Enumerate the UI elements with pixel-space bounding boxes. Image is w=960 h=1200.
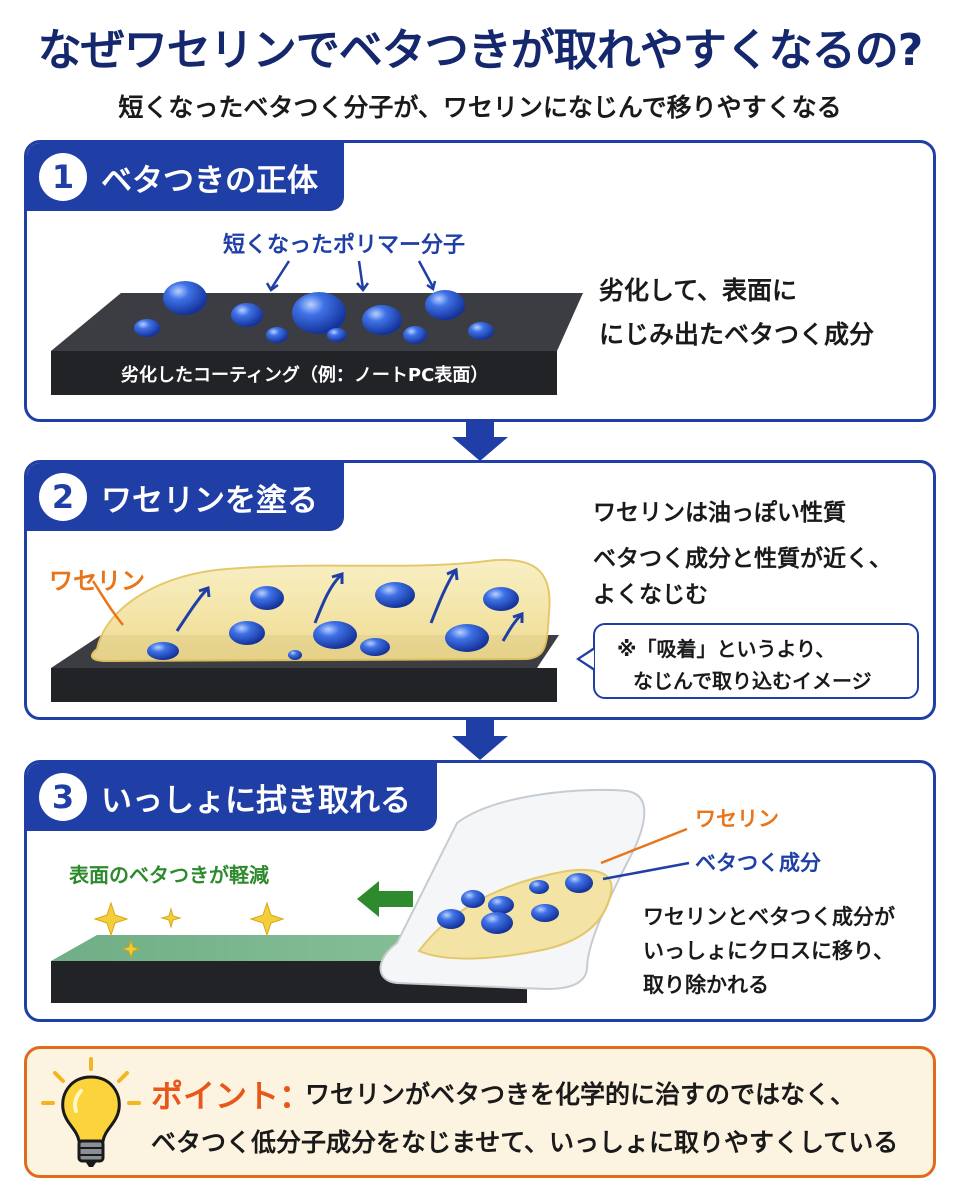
droplet: [461, 890, 485, 908]
droplet: [437, 909, 465, 929]
sparkle-icon: [93, 901, 285, 959]
droplet: [481, 912, 513, 934]
arrow-down-icon: [452, 720, 508, 760]
up-arrow-icon: [313, 573, 343, 624]
up-arrow-icon: [429, 570, 457, 624]
droplet: [425, 290, 465, 320]
droplet: [362, 305, 402, 335]
step-3-illustration: [51, 788, 690, 1003]
sticky-pointer: [602, 861, 690, 881]
absorbed-droplets: [147, 582, 519, 660]
up-arrow-icon: [501, 613, 523, 642]
droplet: [134, 319, 160, 337]
note-bubble: ※「吸着」というより、 なじんで取り込むイメージ: [593, 623, 919, 699]
step-3-desc-line3: 取り除かれる: [643, 973, 769, 997]
step-2-desc-line2: ベタつく成分と性質が近く、: [593, 546, 892, 572]
point-line1: ワセリンがベタつきを化学的に治すのではなく、: [305, 1080, 856, 1109]
droplet: [163, 281, 207, 315]
step-3-desc-line2: いっしょにクロスに移り、: [643, 939, 895, 963]
result-label: 表面のベタつきが軽減: [69, 863, 269, 887]
droplet: [483, 587, 519, 611]
page-subtitle: 短くなったベタつく分子が、ワセリンになじんで移りやすくなる: [118, 93, 842, 122]
arrow-left-icon: [357, 881, 413, 917]
droplet: [529, 880, 549, 894]
step-2-header: 2 ワセリンを塗る: [27, 463, 344, 531]
pointer-arrow-icon: [269, 260, 291, 290]
step-number: 2: [39, 473, 87, 521]
point-box: ポイント： ワセリンがベタつきを化学的に治すのではなく、 ベタつく低分子成分をな…: [24, 1046, 936, 1178]
droplet: [488, 896, 514, 914]
pointer-arrow-icon: [357, 260, 365, 290]
arrow-down-icon: [452, 421, 508, 461]
droplet: [403, 326, 427, 344]
vaseline-on-cloth: [417, 868, 613, 960]
step-1-illustration: [51, 260, 583, 395]
vaseline-pointer: [600, 827, 688, 865]
vaseline-label: ワセリン: [49, 567, 145, 595]
step-2-illustration: [51, 558, 559, 702]
droplet: [250, 586, 284, 610]
polymer-droplets: [134, 281, 494, 344]
rising-arrows: [175, 567, 524, 642]
droplet: [231, 303, 263, 327]
lightbulb-icon: [41, 1057, 141, 1167]
polymer-label: 短くなったポリマー分子: [223, 233, 466, 258]
droplet: [147, 642, 179, 660]
page-title: なぜワセリンでベタつきが取れやすくなるの?: [37, 25, 924, 76]
step-1-header: 1 ベタつきの正体: [27, 143, 344, 211]
step-2-desc-line3: よくなじむ: [593, 582, 708, 608]
coating-side: [51, 351, 557, 395]
step-2-desc-line1: ワセリンは油っぽい性質: [593, 500, 846, 526]
coating-slab: [51, 668, 557, 702]
point-label: ポイント：: [151, 1077, 312, 1115]
droplet: [531, 904, 559, 922]
step-1-desc-line2: にじみ出たベタつく成分: [599, 320, 875, 349]
droplet: [468, 322, 494, 340]
up-arrow-icon: [175, 588, 209, 632]
step-1-panel: 1 ベタつきの正体 短くなったポリマー分子 劣化したコーティング（例：ノートPC…: [24, 140, 936, 422]
droplet: [445, 624, 489, 652]
step-title: ワセリンを塗る: [101, 482, 318, 519]
step-3-desc-line1: ワセリンとベタつく成分が: [643, 905, 895, 929]
droplet: [229, 621, 265, 645]
step-3-panel: 3 いっしょに拭き取れる 表面のベタつきが軽減 ワセリン ベタつく成分 ワセリン…: [24, 760, 936, 1022]
droplet: [288, 650, 302, 660]
note-line1: ※「吸着」というより、: [617, 637, 836, 661]
step-title: ベタつきの正体: [101, 162, 318, 199]
droplet: [360, 638, 390, 656]
point-line2: ベタつく低分子成分をなじませて、いっしょに取りやすくしている: [151, 1128, 899, 1157]
droplet: [292, 292, 346, 334]
note-line2: なじんで取り込むイメージ: [633, 669, 872, 693]
step-number: 3: [39, 773, 87, 821]
step-3-header: 3 いっしょに拭き取れる: [27, 763, 437, 831]
transferred-droplets: [437, 873, 593, 934]
step-2-panel: 2 ワセリンを塗る ワセリン ワセリンは油っぽい性質 ベタつく成分と性質が近く、…: [24, 460, 936, 720]
droplet: [266, 327, 288, 343]
vaseline-label: ワセリン: [695, 807, 779, 831]
droplet: [327, 328, 347, 342]
step-1-desc-line1: 劣化して、表面に: [599, 276, 798, 305]
droplet: [313, 621, 357, 649]
vaseline-pointer: [91, 580, 124, 626]
step-number: 1: [39, 153, 87, 201]
coating-label: 劣化したコーティング（例：ノートPC表面）: [121, 365, 489, 386]
pointer-arrow-icon: [417, 260, 435, 288]
step-title: いっしょに拭き取れる: [101, 782, 411, 819]
droplet: [565, 873, 593, 893]
droplet: [375, 582, 415, 608]
sticky-label: ベタつく成分: [695, 851, 821, 875]
